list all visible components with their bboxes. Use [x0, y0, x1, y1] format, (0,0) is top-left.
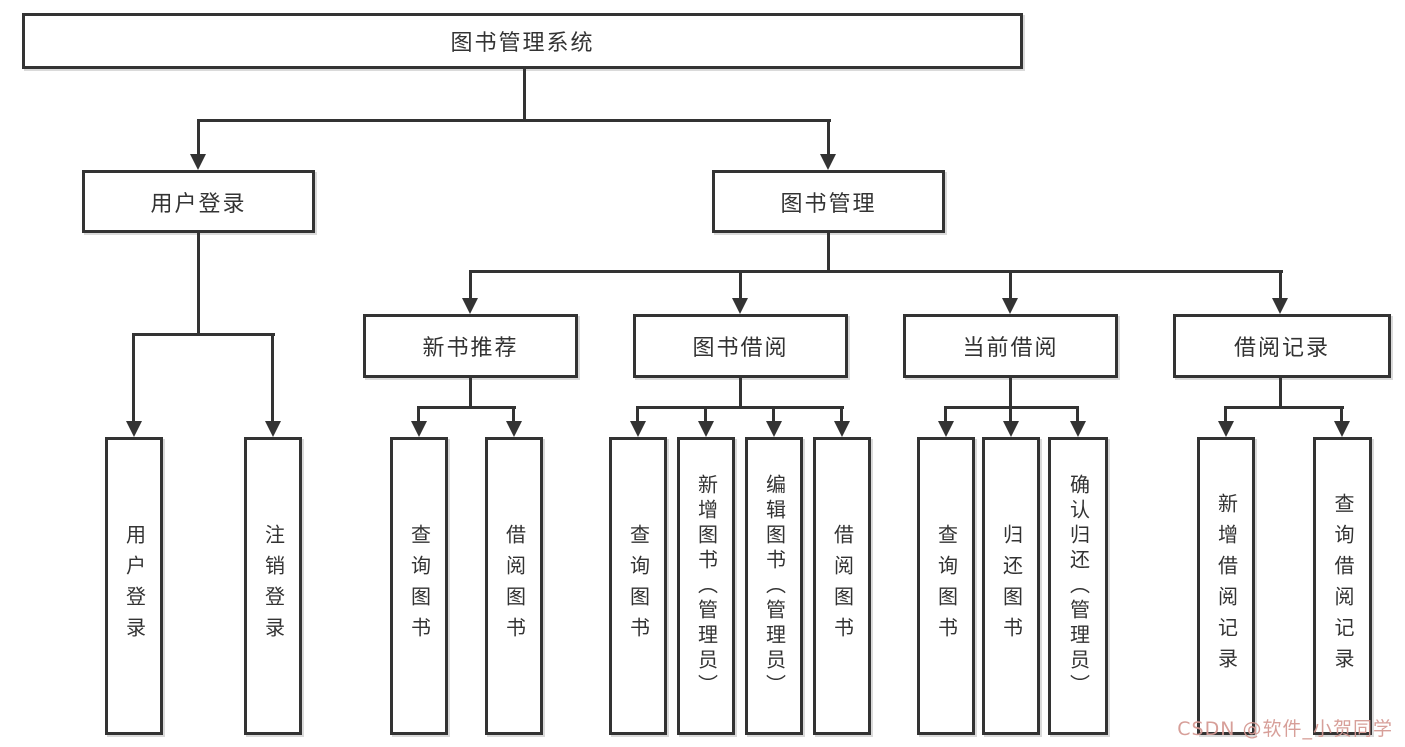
- edge-root-to-book-mgmt: [827, 119, 830, 156]
- edge-to-logout: [271, 333, 274, 423]
- node-root-label: 图书管理系统: [450, 31, 595, 56]
- connector-new-books-trunk: [469, 376, 472, 408]
- leaf-br-query-record: 查询借阅记录: [1313, 437, 1372, 735]
- arrow-down-icon: [1334, 421, 1350, 437]
- edge-to-new-books: [469, 270, 472, 300]
- node-book-mgmt-label: 图书管理: [780, 191, 877, 217]
- edge-to-br-query: [1340, 406, 1343, 423]
- csdn-watermark: CSDN @软件_小贺同学: [1177, 718, 1393, 740]
- leaf-br-add-record-label: 新增借阅记录: [1214, 493, 1239, 679]
- leaf-bb-add-books: 新增图书（管理员）: [677, 437, 735, 735]
- arrow-down-icon: [1003, 421, 1019, 437]
- leaf-nb-borrow-books: 借阅图书: [485, 437, 543, 735]
- leaf-bb-borrow-books-label: 借阅图书: [830, 524, 855, 648]
- node-new-books-label: 新书推荐: [422, 336, 519, 361]
- arrow-down-icon: [1272, 298, 1288, 314]
- arrow-down-icon: [820, 154, 836, 170]
- arrow-down-icon: [732, 298, 748, 314]
- leaf-bb-query-books-label: 查询图书: [626, 524, 651, 648]
- edge-to-borrow-records: [1279, 270, 1282, 300]
- connector-user-login-cross: [132, 333, 275, 336]
- connector-book-borrow-cross: [636, 406, 844, 409]
- node-current-borrow-label: 当前借阅: [962, 336, 1059, 361]
- connector-book-borrow-trunk: [739, 376, 742, 408]
- leaf-bb-borrow-books: 借阅图书: [813, 437, 871, 735]
- connector-book-mgmt-trunk: [827, 231, 830, 272]
- connector-new-books-cross: [417, 406, 516, 409]
- node-new-books: 新书推荐: [363, 314, 578, 378]
- edge-to-nb-query: [417, 406, 420, 423]
- connector-current-borrow-trunk: [1009, 376, 1012, 408]
- leaf-cb-query-books: 查询图书: [917, 437, 975, 735]
- edge-to-br-add: [1224, 406, 1227, 423]
- arrow-down-icon: [462, 298, 478, 314]
- node-borrow-records: 借阅记录: [1173, 314, 1391, 378]
- edge-to-bb-add: [704, 406, 707, 423]
- leaf-logout: 注销登录: [244, 437, 302, 735]
- leaf-login: 用户登录: [105, 437, 163, 735]
- leaf-nb-query-books: 查询图书: [390, 437, 448, 735]
- leaf-cb-query-books-label: 查询图书: [934, 524, 959, 648]
- leaf-login-label: 用户登录: [122, 524, 147, 648]
- leaf-bb-query-books: 查询图书: [609, 437, 667, 735]
- arrow-down-icon: [630, 421, 646, 437]
- node-book-borrow-label: 图书借阅: [692, 336, 789, 361]
- leaf-nb-borrow-books-label: 借阅图书: [502, 524, 527, 648]
- edge-to-cb-query: [944, 406, 947, 423]
- edge-to-login: [132, 333, 135, 423]
- arrow-down-icon: [938, 421, 954, 437]
- edge-to-cb-return: [1009, 406, 1012, 423]
- leaf-bb-add-books-label: 新增图书（管理员）: [694, 473, 719, 699]
- arrow-down-icon: [411, 421, 427, 437]
- arrow-down-icon: [1002, 298, 1018, 314]
- node-user-login: 用户登录: [82, 170, 315, 233]
- leaf-cb-confirm-return: 确认归还（管理员）: [1048, 437, 1108, 735]
- arrow-down-icon: [766, 421, 782, 437]
- connector-borrow-records-trunk: [1279, 376, 1282, 408]
- edge-to-bb-borrow: [840, 406, 843, 423]
- arrow-down-icon: [698, 421, 714, 437]
- arrow-down-icon: [190, 154, 206, 170]
- edge-to-bb-query: [636, 406, 639, 423]
- leaf-br-query-record-label: 查询借阅记录: [1331, 493, 1355, 679]
- leaf-cb-return-books-label: 归还图书: [999, 524, 1024, 648]
- edge-root-to-user-login: [197, 119, 200, 156]
- leaf-bb-edit-books-label: 编辑图书（管理员）: [762, 473, 787, 699]
- node-book-mgmt: 图书管理: [712, 170, 945, 233]
- arrow-down-icon: [834, 421, 850, 437]
- node-root: 图书管理系统: [22, 13, 1023, 69]
- node-borrow-records-label: 借阅记录: [1233, 336, 1330, 361]
- edge-to-current-borrow: [1009, 270, 1012, 300]
- connector-root-trunk: [523, 68, 526, 122]
- connector-user-login-trunk: [197, 231, 200, 335]
- arrow-down-icon: [1070, 421, 1086, 437]
- leaf-bb-edit-books: 编辑图书（管理员）: [745, 437, 803, 735]
- arrow-down-icon: [1218, 421, 1234, 437]
- leaf-nb-query-books-label: 查询图书: [407, 524, 432, 648]
- node-book-borrow: 图书借阅: [633, 314, 848, 378]
- arrow-down-icon: [265, 421, 281, 437]
- edge-to-book-borrow: [739, 270, 742, 300]
- edge-to-cb-confirm: [1076, 406, 1079, 423]
- arrow-down-icon: [506, 421, 522, 437]
- leaf-cb-confirm-return-label: 确认归还（管理员）: [1066, 473, 1091, 699]
- node-user-login-label: 用户登录: [150, 191, 247, 217]
- leaf-logout-label: 注销登录: [261, 524, 286, 648]
- connector-borrow-records-cross: [1224, 406, 1344, 409]
- leaf-cb-return-books: 归还图书: [982, 437, 1040, 735]
- connector-book-mgmt-cross: [469, 270, 1283, 273]
- leaf-br-add-record: 新增借阅记录: [1197, 437, 1255, 735]
- edge-to-bb-edit: [772, 406, 775, 423]
- edge-to-nb-borrow: [512, 406, 515, 423]
- connector-root-cross: [197, 119, 831, 122]
- arrow-down-icon: [126, 421, 142, 437]
- node-current-borrow: 当前借阅: [903, 314, 1118, 378]
